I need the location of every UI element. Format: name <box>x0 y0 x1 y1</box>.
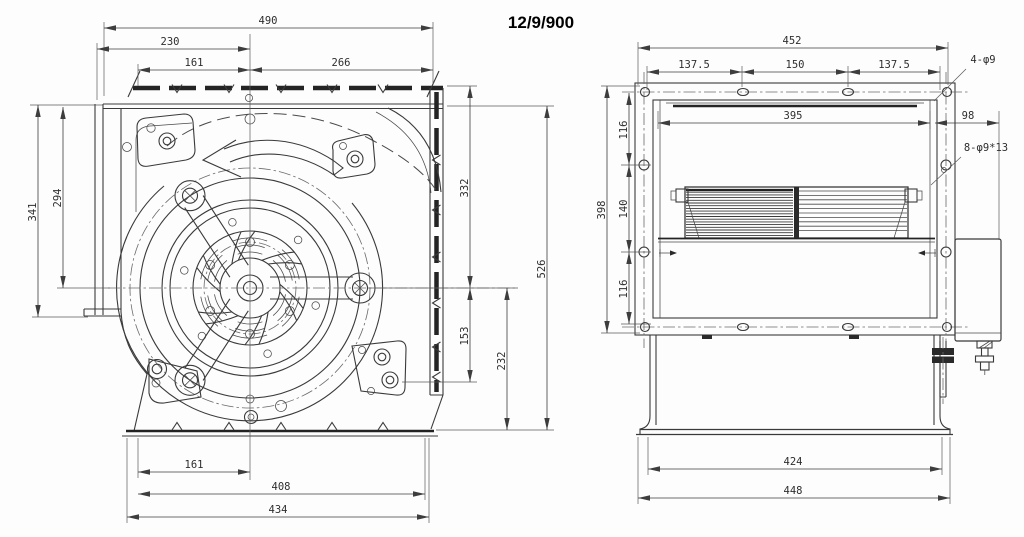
dim-side-left-bottom: 116 <box>618 280 630 299</box>
gusset-top-right <box>332 134 376 179</box>
impeller-center-disc <box>794 187 799 238</box>
rotation-arrow <box>201 139 344 178</box>
adjust-bolt <box>974 340 995 375</box>
dim-side-hole-right: 137.5 <box>878 59 910 71</box>
side-frame-outer <box>634 82 956 336</box>
dim-front-right-lower: 153 <box>459 327 471 346</box>
flange-notches <box>171 84 441 431</box>
dim-side-hole-left: 137.5 <box>678 59 710 71</box>
side-frame-inner <box>652 99 938 319</box>
dim-front-bottom-left: 161 <box>185 459 204 471</box>
label-side-holes: 8-φ9*13 <box>964 142 1008 154</box>
dim-front-top-inlet-right: 266 <box>332 57 351 69</box>
dim-side-left-top: 116 <box>618 121 630 140</box>
dim-front-left-inner: 294 <box>52 189 64 208</box>
dim-side-hole-mid: 150 <box>786 59 805 71</box>
spider-arm-upper <box>174 180 249 278</box>
dim-front-right-base: 232 <box>496 352 508 371</box>
side-view-dimensions: 452 137.5 150 137.5 4-φ9 395 98 8-φ9*13 … <box>596 35 1008 504</box>
dim-front-right-upper: 332 <box>459 179 471 198</box>
label-top-holes: 4-φ9 <box>970 54 995 66</box>
front-view-dimensions: 490 230 161 266 341 294 332 153 232 526 … <box>27 15 554 523</box>
dim-front-bottom-inner: 408 <box>272 481 291 493</box>
spider-arm-lower <box>174 298 249 396</box>
dim-side-top-overall: 452 <box>783 35 802 47</box>
side-pins <box>659 249 936 257</box>
impeller-blades <box>686 188 907 236</box>
dim-side-bottom-overall: 448 <box>784 485 803 497</box>
dim-front-top-overall: 490 <box>259 15 278 27</box>
dim-side-bearing-width: 98 <box>962 110 975 122</box>
dim-front-top-inlet-left: 161 <box>185 57 204 69</box>
gusset-bottom-right <box>351 340 407 396</box>
shaft <box>932 337 954 404</box>
gusset-bottom-left <box>146 358 202 404</box>
dim-front-top-flange-left: 230 <box>161 36 180 48</box>
front-view <box>83 34 518 480</box>
outlet-flange-right <box>429 88 444 396</box>
left-flange <box>94 104 104 315</box>
dim-side-bottom-inner: 424 <box>784 456 803 468</box>
scroll-wall <box>116 185 384 422</box>
bearing-bracket-right <box>893 188 923 239</box>
pedestal <box>636 335 953 436</box>
gusset-top-left <box>122 113 196 167</box>
dim-side-left-mid: 140 <box>618 200 630 219</box>
side-view <box>622 72 1002 436</box>
hub-louvers <box>180 218 320 358</box>
dim-front-bottom-overall: 434 <box>269 504 288 516</box>
bearing-bracket-left <box>670 188 700 239</box>
dim-front-left-height: 341 <box>27 203 39 222</box>
bearing-housing <box>954 238 1002 342</box>
model-title: 12/9/900 <box>508 13 574 32</box>
dim-front-right-overall: 526 <box>536 260 548 279</box>
dim-side-panel-width: 395 <box>784 110 803 122</box>
dim-side-left-overall: 398 <box>596 201 608 220</box>
